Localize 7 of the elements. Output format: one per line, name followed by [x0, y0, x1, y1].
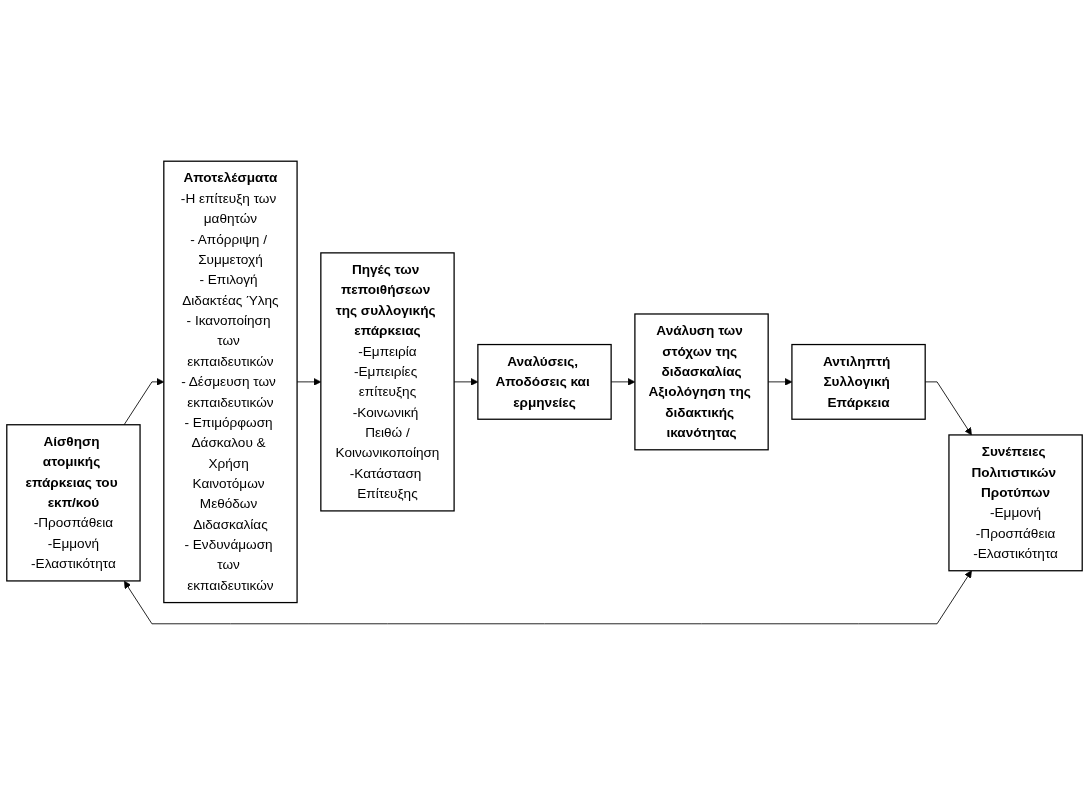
node-box: Ανάλυση των στόχων της διδασκαλίας Αξιολόγηση της διδακτικής ικανότητας — [634, 313, 769, 451]
node-box: Αναλύσεις, Αποδόσεις και ερμηνείες — [477, 343, 612, 420]
node-box: Αντιληπτή Συλλογική Επάρκεια — [791, 343, 926, 420]
node-box: Πηγές των πεποιθήσεων της συλλογικής επάρκειας -Εμπειρία -Εμπειρίες επίτευξης -Κοινωνική Πειθώ /Κοινωνικοποίηση -Κατάσταση Επίτευξης — [320, 252, 455, 512]
node-box: Συνέπειες Πολιτιστικών Προτύπων -Εμμονή -Προσπάθεια -Ελαστικότητα — [948, 434, 1083, 572]
node-box: Αποτελέσματα -Η επίτευξη των μαθητών - Απόρριψη / Συμμετοχή - Επιλογή Διδακτέας Ύλης - Ικανοποίηση των εκπαιδευτικών - Δέσμευση των εκπαιδευτικών - Επιμόρφωση Δάσκαλου & Χρήση Καινοτόμων Μεθόδων Διδασκαλίας - Ενδυνάμωση των εκπαιδευτικών — [163, 160, 298, 604]
node-box: Αίσθηση ατομικής επάρκειας του εκπ/κού -Προσπάθεια -Εμμονή -Ελαστικότητα — [6, 424, 141, 582]
